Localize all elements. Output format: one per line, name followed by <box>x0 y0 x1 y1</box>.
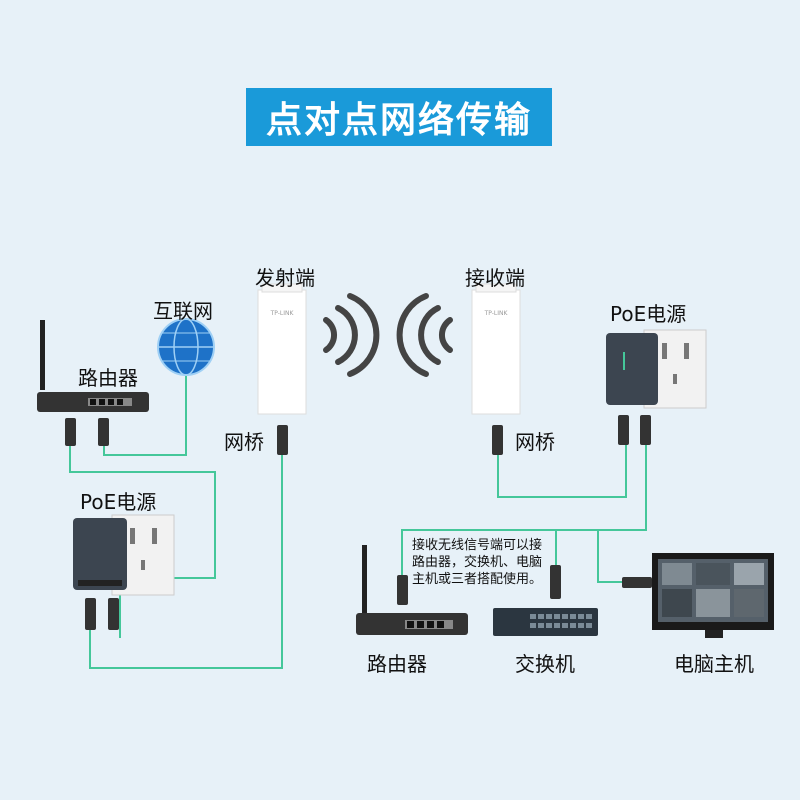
connector-icon-router-bottom <box>397 575 408 605</box>
connector-icons-poe-right <box>618 415 651 445</box>
monitor-icon <box>652 553 774 638</box>
label-poe-right: PoE电源 <box>610 302 687 326</box>
connector-icon-switch <box>550 565 561 599</box>
cable-poe-to-devices <box>401 445 647 585</box>
receiver-note: 接收无线信号端可以接路由器，交换机、电脑主机或三者搭配使用。 <box>412 538 543 587</box>
page-title: 点对点网络传输 <box>246 88 552 146</box>
cable-internet-to-router <box>103 372 187 456</box>
cable-poe-to-bridge <box>89 455 283 669</box>
brand-text-left: TP-LINK <box>270 310 295 317</box>
connector-icons-router-top <box>65 418 109 446</box>
label-router-top: 路由器 <box>78 366 138 390</box>
label-router-bottom: 路由器 <box>367 652 427 676</box>
brand-text-right: TP-LINK <box>484 310 509 317</box>
connector-icon-pc <box>622 577 652 588</box>
bridge-device-icon-right: TP-LINK <box>471 283 521 415</box>
router-icon-bottom <box>356 545 468 635</box>
wifi-signal-icon-right <box>396 293 453 377</box>
wifi-signal-icon-left <box>323 293 380 377</box>
label-transmitter: 发射端 <box>255 266 315 290</box>
label-switch: 交换机 <box>515 652 575 676</box>
router-icon-top <box>37 320 149 412</box>
label-pc-host: 电脑主机 <box>674 652 754 676</box>
connector-icon-bridge-right <box>492 425 503 455</box>
label-bridge-right: 网桥 <box>515 430 555 454</box>
poe-adapter-icon-left <box>73 514 175 596</box>
cable-lines <box>69 372 647 669</box>
label-receiver: 接收端 <box>465 266 525 290</box>
label-poe-left: PoE电源 <box>80 490 157 514</box>
poe-adapter-icon-right <box>606 329 707 409</box>
label-internet: 互联网 <box>153 299 213 323</box>
label-bridge-left: 网桥 <box>224 430 264 454</box>
connector-icons-poe-left <box>85 598 119 630</box>
globe-icon <box>157 318 215 376</box>
switch-icon <box>493 608 598 636</box>
cable-to-pc <box>597 530 626 583</box>
cable-bridge-to-poe <box>497 445 627 498</box>
bridge-device-icon-left: TP-LINK <box>257 283 307 415</box>
connector-icon-bridge-left <box>277 425 288 455</box>
